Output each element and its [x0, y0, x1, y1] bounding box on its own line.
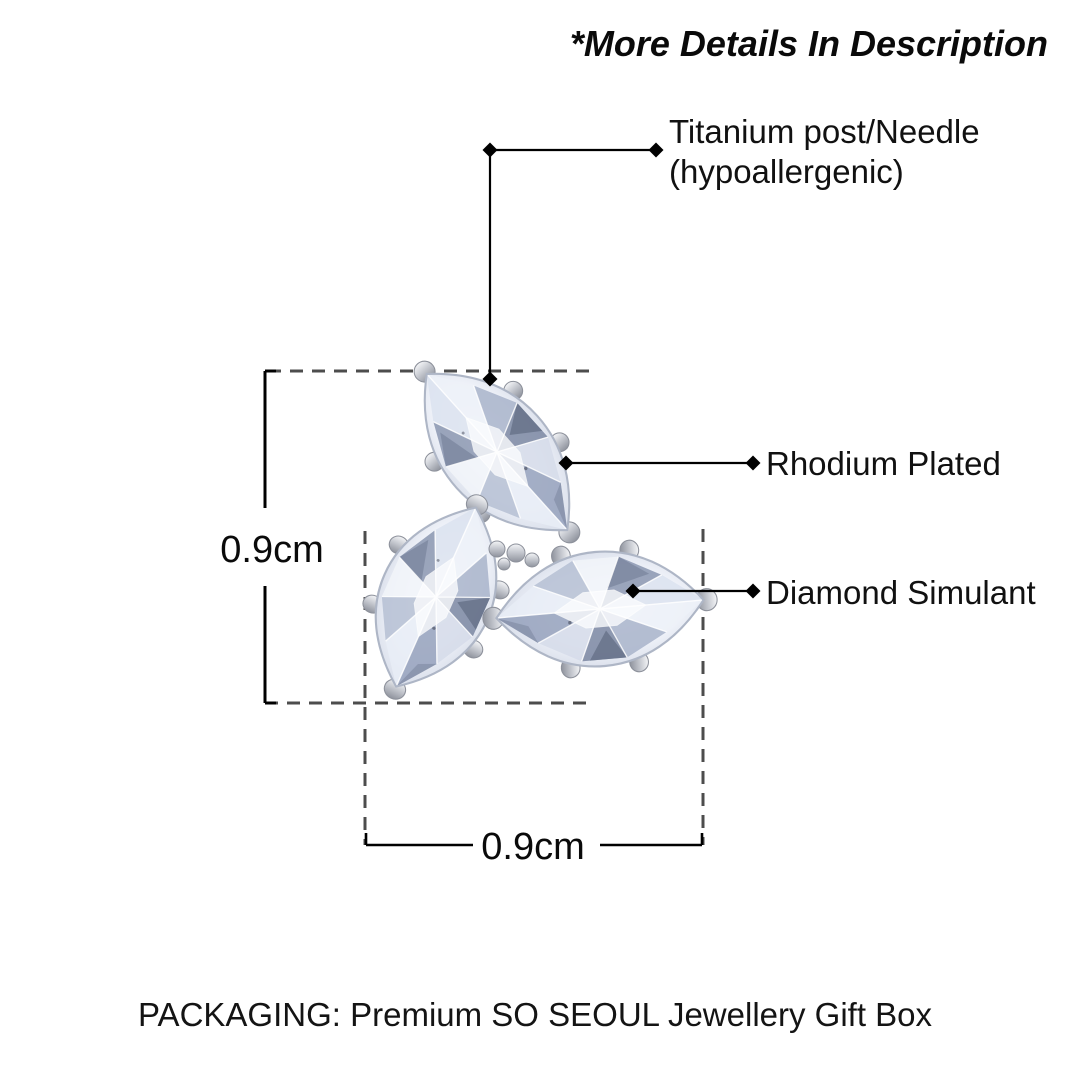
callout-line-titanium	[488, 148, 656, 379]
height-dimension-value: 0.9cm	[220, 529, 324, 571]
rhodium-plated-label: Rhodium Plated	[766, 445, 1001, 482]
diamond-marker	[745, 583, 761, 599]
center-setting-balls	[488, 540, 540, 571]
titanium-post-label: Titanium post/Needle (hypoallergenic)	[669, 113, 980, 191]
packaging-info: PACKAGING: Premium SO SEOUL Jewellery Gi…	[138, 996, 933, 1033]
diamond-marker	[648, 142, 664, 158]
more-details-note: *More Details In Description	[569, 23, 1048, 64]
dimension-lines	[263, 369, 704, 847]
diamond-marker	[745, 455, 761, 471]
width-dimension-value: 0.9cm	[481, 826, 585, 868]
width-dimension-line	[364, 833, 704, 847]
diamond-simulant-label: Diamond Simulant	[766, 574, 1036, 611]
diamond-marker	[482, 142, 498, 158]
height-dimension-line	[263, 369, 276, 705]
callout-markers	[482, 142, 761, 599]
earring-image	[330, 321, 724, 726]
